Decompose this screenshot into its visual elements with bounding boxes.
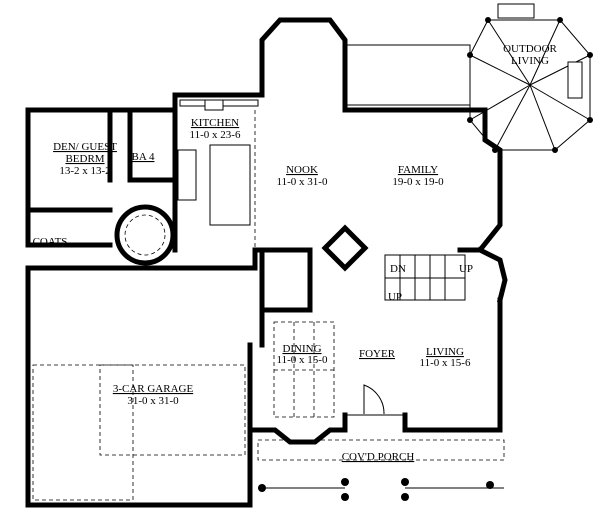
outdoor-fireplace: [497, 3, 535, 19]
porch-label: COV'D PORCH: [342, 451, 415, 463]
rotunda: [114, 204, 176, 266]
living-label: LIVING: [426, 346, 464, 358]
foyer-label: FOYER: [359, 348, 396, 360]
dining-size: 11-0 x 15-0: [277, 354, 328, 366]
dining-label: DINING: [282, 343, 321, 355]
kitchen-fixtures: [177, 99, 259, 250]
cooktop: [177, 149, 197, 201]
nook-size: 11-0 x 31-0: [277, 176, 328, 188]
dining-ceiling-grid: [273, 321, 335, 418]
den-size: 13-2 x 13-2: [59, 165, 110, 177]
garage-size: 31-0 x 31-0: [127, 395, 179, 407]
staircase: [384, 254, 466, 301]
stairs-dn-label: DN: [390, 263, 406, 275]
stairs-up-lower-label: UP: [388, 291, 402, 303]
garage-label: 3-CAR GARAGE: [113, 383, 194, 395]
garage-storage: [32, 364, 134, 501]
kitchen-island: [209, 144, 251, 226]
stairs-up-label: UP: [459, 263, 473, 275]
outdoor-living-label-2: LIVING: [511, 55, 549, 67]
nook-label: NOOK: [286, 164, 318, 176]
coats-label: COATS: [33, 236, 68, 248]
kitchen-size: 11-0 x 23-6: [190, 129, 241, 141]
kitchen-label: KITCHEN: [191, 117, 239, 129]
walls: [25, 17, 508, 508]
den-label-1: DEN/ GUEST: [53, 141, 117, 153]
family-label: FAMILY: [398, 164, 438, 176]
family-size: 19-0 x 19-0: [392, 176, 444, 188]
bath-label: BA 4: [132, 151, 155, 163]
porch-area: [257, 439, 505, 501]
front-door: [363, 384, 385, 415]
living-size: 11-0 x 15-6: [420, 357, 471, 369]
foyer-column: [321, 224, 369, 272]
outdoor-living-label-1: OUTDOOR: [503, 43, 557, 55]
sink: [204, 99, 224, 111]
outdoor-living-area: [344, 3, 593, 153]
outdoor-grill: [567, 61, 583, 99]
den-label-2: BEDRM: [65, 153, 104, 165]
